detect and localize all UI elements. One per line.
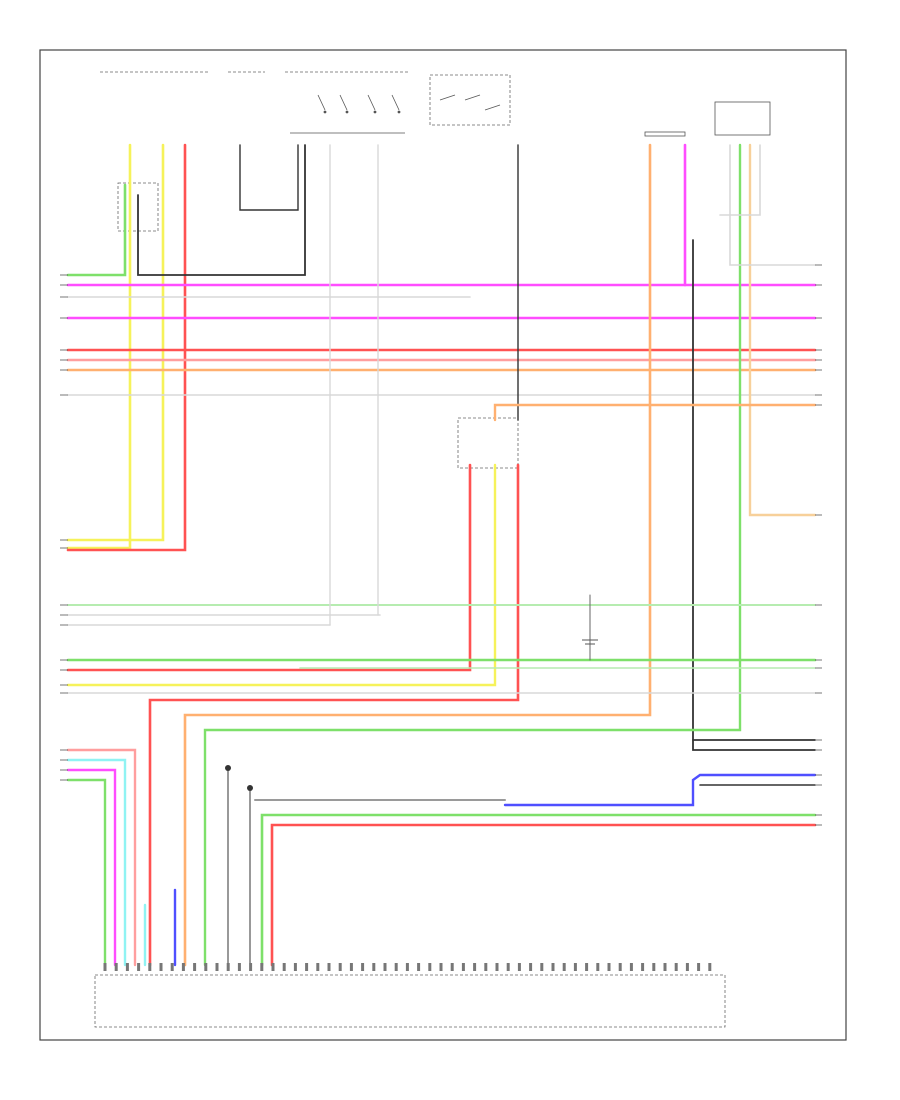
- ecu-pin: [204, 963, 208, 971]
- ecu-pin: [517, 963, 521, 971]
- ecu-pin: [428, 963, 432, 971]
- ecu-pin: [629, 963, 633, 971]
- ecu-pin: [596, 963, 600, 971]
- ecu-pin: [159, 963, 163, 971]
- switch-contacts: [439, 94, 501, 111]
- wire-black-loop-2: [239, 144, 299, 211]
- ecu-pin: [338, 963, 342, 971]
- wire-black-right-drop: [692, 239, 816, 751]
- ecu-pin: [193, 963, 197, 971]
- ecu-pin: [181, 963, 185, 971]
- ecu-pin: [361, 963, 365, 971]
- ecu-pin: [562, 963, 566, 971]
- ecu-pin: [473, 963, 477, 971]
- ecu-pin: [327, 963, 331, 971]
- wire-yellow-left-drop: [66, 143, 132, 550]
- wire-cyan-lower: [66, 758, 127, 967]
- sensor-marker-2: [247, 785, 253, 791]
- wire-blue-shield: [503, 773, 817, 807]
- ecu-pin: [439, 963, 443, 971]
- ecu-pin: [641, 963, 645, 971]
- ecu-pin: [282, 963, 286, 971]
- ecu-pin: [249, 963, 253, 971]
- ecu-pin: [316, 963, 320, 971]
- ecu-pin: [148, 963, 152, 971]
- ground-symbol: [582, 639, 598, 645]
- wire-red-left-drop: [66, 143, 187, 552]
- ecu-pin: [573, 963, 577, 971]
- ecu-pin: [685, 963, 689, 971]
- ecu-pin: [383, 963, 387, 971]
- ecu-pin: [450, 963, 454, 971]
- wire-yellow-left-drop-2: [66, 143, 165, 542]
- ecu-pin: [652, 963, 656, 971]
- ecu-pin: [215, 963, 219, 971]
- ecu-pin: [394, 963, 398, 971]
- ecu-pin: [674, 963, 678, 971]
- switch-box: [429, 74, 511, 126]
- ecu-pin: [125, 963, 129, 971]
- ecu-pin: [484, 963, 488, 971]
- wire-lightgreen-right-drop-2: [748, 143, 817, 517]
- wire-yellow-center-drop: [66, 463, 497, 687]
- ecu-pin: [260, 963, 264, 971]
- ecu-pin: [551, 963, 555, 971]
- right-terminal-ticks: [815, 264, 822, 826]
- ecu-pin: [607, 963, 611, 971]
- wire-red-center-drop-2: [148, 463, 520, 967]
- center-component-box: [457, 417, 519, 469]
- wire-green-lower: [66, 778, 107, 967]
- ecu-pin: [305, 963, 309, 971]
- ecu-pin: [170, 963, 174, 971]
- wire-gray-right-drop-2: [719, 144, 761, 216]
- diagram-frame: [39, 49, 847, 1041]
- ecu-pin: [529, 963, 533, 971]
- ecu-pin: [618, 963, 622, 971]
- wire-magenta-lower: [66, 768, 117, 967]
- ecu-pin: [114, 963, 118, 971]
- ecu-pin: [506, 963, 510, 971]
- wire-red-center-drop: [66, 463, 472, 672]
- ecu-pin: [293, 963, 297, 971]
- ecu-pin: [540, 963, 544, 971]
- ecu-pin: [237, 963, 241, 971]
- connector-label-top-center: [644, 131, 686, 137]
- connector-block-top-right: [714, 101, 771, 136]
- ecu-pin: [137, 963, 141, 971]
- sensor-marker-1: [225, 765, 231, 771]
- ecu-pin-row: [103, 963, 712, 971]
- ecu-pin: [708, 963, 712, 971]
- ecu-pin: [461, 963, 465, 971]
- wire-lightgreen-right-drop: [203, 143, 742, 967]
- ecu-pin: [103, 963, 107, 971]
- wire-gray-right-drop: [729, 144, 816, 266]
- ecu-pin: [417, 963, 421, 971]
- wire-green-left-short: [66, 183, 127, 277]
- wire-orange-center: [493, 403, 817, 422]
- left-terminal-ticks: [60, 274, 68, 781]
- ecu-pin: [663, 963, 667, 971]
- wire-green-bottom: [260, 813, 817, 967]
- ecu-pin: [405, 963, 409, 971]
- ecu-pin: [372, 963, 376, 971]
- wire-orange-right-drop: [183, 143, 652, 967]
- ecu-pin: [271, 963, 275, 971]
- relay-switches: [290, 94, 405, 134]
- ecu-pin: [349, 963, 353, 971]
- wire-pink-lower: [66, 748, 137, 967]
- ecu-pin: [585, 963, 589, 971]
- wire-group: [66, 143, 817, 967]
- wire-red-bottom: [270, 823, 817, 967]
- ecu-pin: [697, 963, 701, 971]
- ecu-pin: [226, 963, 230, 971]
- ecu-module-box: [94, 974, 726, 1028]
- ecu-pin: [495, 963, 499, 971]
- wire-black-loop: [137, 144, 306, 276]
